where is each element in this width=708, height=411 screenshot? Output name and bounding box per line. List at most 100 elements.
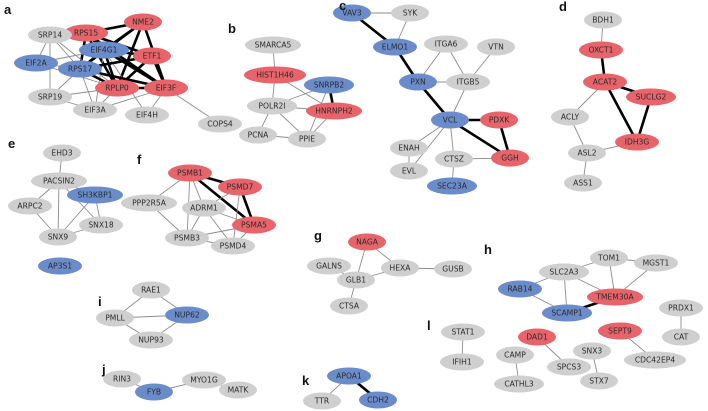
node-shape bbox=[590, 249, 628, 267]
node-hexa: HEXA bbox=[381, 259, 419, 277]
node-shape bbox=[390, 162, 428, 180]
node-prdx1: PRDX1 bbox=[659, 299, 703, 317]
node-shape bbox=[327, 367, 371, 385]
node-shape bbox=[539, 263, 589, 281]
node-label: SPCS3 bbox=[557, 363, 582, 372]
node-label: VTN bbox=[488, 43, 504, 52]
node-acly: ACLY bbox=[551, 108, 589, 126]
node-shape bbox=[598, 322, 642, 340]
node-shape bbox=[67, 186, 123, 204]
node-ctsa: CTSA bbox=[330, 297, 368, 315]
node-label: PSMA5 bbox=[241, 221, 267, 230]
node-label: EIF3A bbox=[84, 106, 106, 115]
node-enah: ENAH bbox=[390, 139, 428, 157]
node-shape bbox=[579, 41, 623, 59]
node-label: NAGA bbox=[356, 238, 379, 247]
node-label: SCAMP1 bbox=[551, 309, 582, 318]
panel-label-k: k bbox=[302, 373, 310, 388]
node-label: EIF2A bbox=[25, 59, 47, 68]
node-shape bbox=[288, 130, 326, 148]
node-rab14: RAB14 bbox=[498, 280, 542, 298]
node-label: IFIH1 bbox=[452, 358, 472, 367]
node-shape bbox=[551, 108, 589, 126]
node-psma5: PSMA5 bbox=[232, 216, 276, 234]
node-psmd7: PSMD7 bbox=[218, 178, 262, 196]
node-label: PCNA bbox=[248, 131, 270, 140]
node-shape bbox=[239, 126, 277, 144]
node-label: IDH3G bbox=[625, 138, 650, 147]
node-label: MGST1 bbox=[643, 259, 670, 268]
node-label: ADRM1 bbox=[190, 204, 218, 213]
node-cathl3: CATHL3 bbox=[494, 375, 544, 393]
node-rps15: RPS15 bbox=[64, 24, 108, 42]
node-rae1: RAE1 bbox=[132, 281, 170, 299]
node-snx9: SNX9 bbox=[39, 228, 77, 246]
node-shape bbox=[330, 297, 368, 315]
nodes-layer: RPS15NME2SRP14EIF4G1ETF1EIF2ARPS17SRP19R… bbox=[8, 4, 703, 410]
node-shape bbox=[583, 73, 627, 91]
node-pxn: PXN bbox=[399, 73, 437, 91]
node-shape bbox=[182, 199, 226, 217]
node-label: PPP2R5A bbox=[132, 199, 167, 208]
node-shape bbox=[14, 54, 58, 72]
node-adrm1: ADRM1 bbox=[182, 199, 226, 217]
node-cdh2: CDH2 bbox=[359, 391, 397, 409]
node-nup62: NUP62 bbox=[165, 306, 209, 324]
node-rplp0: RPLP0 bbox=[95, 79, 139, 97]
node-shape bbox=[129, 331, 173, 349]
node-shape bbox=[441, 323, 485, 341]
node-shape bbox=[435, 150, 473, 168]
node-shape bbox=[245, 36, 301, 54]
node-pdxk: PDXK bbox=[480, 111, 518, 129]
node-shape bbox=[359, 391, 397, 409]
node-label: HEXA bbox=[390, 264, 412, 273]
node-matk: MATK bbox=[219, 381, 257, 399]
node-galns: GALNS bbox=[307, 257, 351, 275]
node-myo1g: MYO1G bbox=[182, 371, 226, 389]
node-label: ELMO1 bbox=[382, 43, 409, 52]
panel-label-f: f bbox=[137, 152, 142, 167]
node-sept9: SEPT9 bbox=[598, 322, 642, 340]
node-label: NUP62 bbox=[174, 311, 200, 320]
edge-ACAT2-IDH3G bbox=[603, 81, 639, 143]
node-ifih1: IFIH1 bbox=[440, 353, 484, 371]
node-label: EVL bbox=[402, 167, 417, 176]
node-label: APOA1 bbox=[336, 372, 362, 381]
node-label: SMARCA5 bbox=[255, 41, 292, 50]
node-asl2: ASL2 bbox=[568, 144, 606, 162]
node-shape bbox=[304, 76, 354, 94]
node-vav3: VAV3 bbox=[333, 4, 371, 22]
node-label: PRDX1 bbox=[668, 304, 694, 313]
node-label: ARPC2 bbox=[17, 202, 42, 211]
node-label: EIF4G1 bbox=[91, 46, 118, 55]
node-snx18: SNX18 bbox=[79, 216, 123, 234]
node-ass1: ASS1 bbox=[564, 174, 602, 192]
node-cops4: COPS4 bbox=[198, 115, 242, 133]
node-tmem30a: TMEM30A bbox=[587, 288, 643, 306]
node-shape bbox=[491, 149, 529, 167]
node-label: PDXK bbox=[489, 116, 511, 125]
node-shape bbox=[624, 351, 686, 369]
edge-PSMB1-PSMA5 bbox=[189, 171, 255, 227]
node-shape bbox=[28, 88, 72, 106]
node-psmb1: PSMB1 bbox=[168, 164, 212, 182]
node-shape bbox=[125, 106, 169, 124]
node-label: MATK bbox=[228, 386, 250, 395]
node-shape bbox=[79, 41, 129, 59]
node-shape bbox=[232, 216, 276, 234]
node-label: VAV3 bbox=[342, 9, 362, 18]
node-label: STAT1 bbox=[452, 328, 475, 337]
node-shape bbox=[348, 233, 386, 251]
node-shape bbox=[306, 102, 362, 120]
node-shape bbox=[8, 197, 52, 215]
node-acat2: ACAT2 bbox=[583, 73, 627, 91]
node-shape bbox=[211, 237, 255, 255]
edge-RPS15-RPLP0 bbox=[84, 32, 119, 89]
node-hnrnph2: HNRNPH2 bbox=[306, 102, 362, 120]
node-smarca5: SMARCA5 bbox=[245, 36, 301, 54]
node-label: EHD3 bbox=[51, 149, 72, 158]
node-ggh: GGH bbox=[491, 149, 529, 167]
node-shape bbox=[28, 26, 72, 44]
